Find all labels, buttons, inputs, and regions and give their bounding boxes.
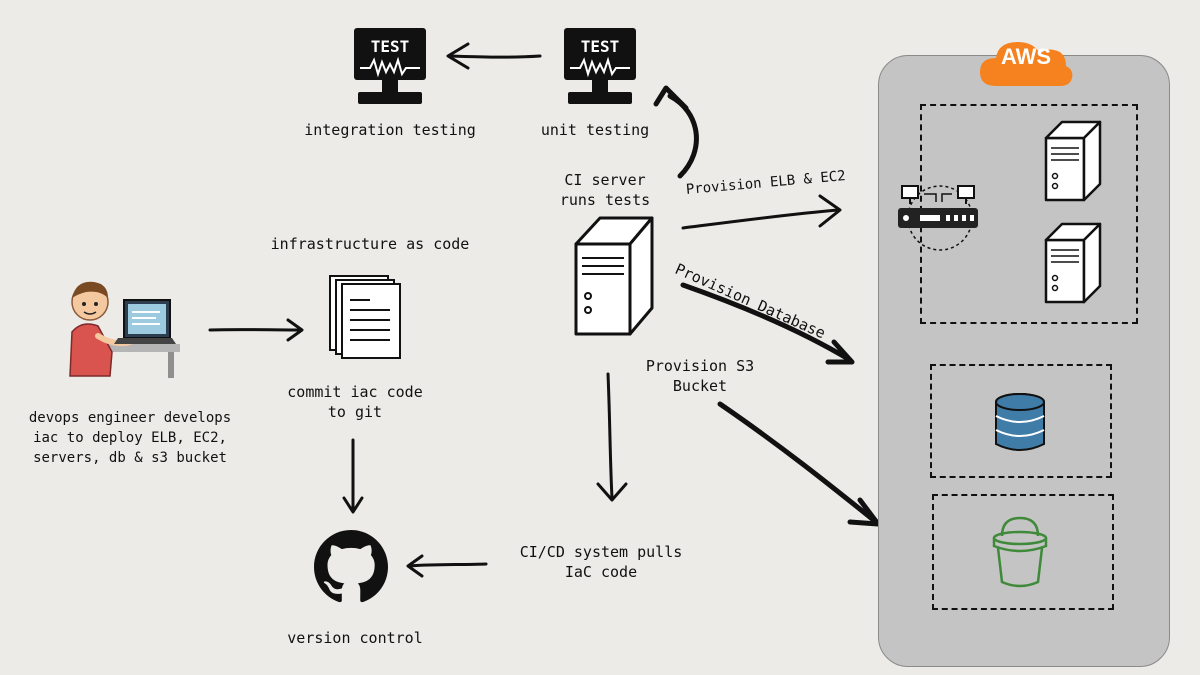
test-monitor-icon: TEST <box>564 28 636 104</box>
developer-illustration <box>69 281 180 378</box>
server-icon <box>574 216 654 336</box>
database-group <box>930 364 1112 478</box>
aws-cloud-icon <box>980 42 1073 86</box>
arrow-server-to-cicd <box>606 372 614 500</box>
document-stack-icon <box>329 275 401 359</box>
devops-engineer-label: devops engineer develops iac to deploy E… <box>28 410 232 466</box>
test-screen-text-unit: TEST <box>581 37 620 56</box>
s3-bucket-icon <box>992 516 1048 588</box>
load-balancer-icon <box>898 185 978 251</box>
arrow-unit-to-integration <box>448 54 542 59</box>
cicd-pulls-label: CI/CD system pulls IaC code <box>519 543 683 581</box>
test-screen-text-integration: TEST <box>371 37 410 56</box>
unit-testing-label: unit testing <box>540 121 650 139</box>
ci-server-label: CI server runs tests <box>559 171 651 209</box>
integration-testing-label: integration testing <box>304 121 476 139</box>
commit-iac-label: commit iac code to git <box>287 383 423 421</box>
database-icon <box>995 393 1045 451</box>
s3-group <box>932 494 1114 610</box>
aws-label: AWS <box>1000 44 1052 69</box>
server-icon <box>1044 222 1102 304</box>
github-icon <box>314 530 388 603</box>
arrow-provision-elb <box>681 208 840 230</box>
aws-panel <box>878 55 1170 667</box>
server-icon <box>1044 120 1102 202</box>
test-monitor-icon: TEST <box>354 28 426 104</box>
arrow-cicd-to-git <box>408 562 488 568</box>
arrow-provision-s3 <box>717 401 879 525</box>
provision-s3-label: Provision S3 Bucket <box>645 357 755 395</box>
version-control-label: version control <box>287 629 423 647</box>
infrastructure-as-code-label: infrastructure as code <box>270 235 470 253</box>
arrow-provision-db <box>680 282 853 363</box>
